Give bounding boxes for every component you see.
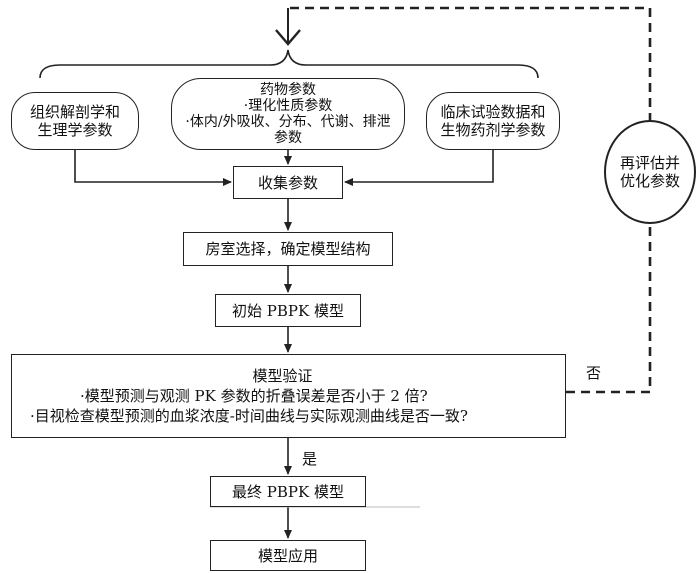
drug-params-item2: ·体内/外吸收、分布、代谢、排泄: [185, 114, 391, 130]
final-model-label: 最终 PBPK 模型: [232, 482, 344, 501]
collect-params-box: 收集参数: [233, 166, 343, 199]
validation-box: 模型验证 ·模型预测与观测 PK 参数的折叠误差是否小于 2 倍? ·目视检查模…: [11, 354, 566, 438]
clinical-params-line2: 生物药剂学参数: [440, 121, 546, 139]
validation-title: 模型验证: [252, 367, 313, 385]
compartment-box: 房室选择，确定模型结构: [183, 232, 393, 266]
reevaluate-line2: 优化参数: [619, 172, 680, 190]
drug-params-title: 药物参数: [260, 82, 316, 98]
compartment-label: 房室选择，确定模型结构: [205, 240, 371, 258]
grouping-brace: [39, 49, 539, 79]
model-application-box: 模型应用: [210, 540, 366, 571]
drug-params-item2b: 参数: [274, 130, 302, 146]
clinical-params-line1: 临床试验数据和: [440, 103, 546, 121]
model-application-label: 模型应用: [257, 546, 318, 565]
tissue-params-line2: 生理学参数: [37, 121, 113, 139]
drug-params-item1: ·理化性质参数: [243, 98, 333, 114]
yes-label: 是: [302, 450, 318, 468]
collect-params-label: 收集参数: [257, 173, 318, 192]
tissue-to-collect-arrow: [74, 150, 232, 186]
final-model-box: 最终 PBPK 模型: [210, 476, 366, 507]
clinical-params-box: 临床试验数据和 生物药剂学参数: [426, 92, 560, 150]
tissue-params-box: 组织解剖学和 生理学参数: [11, 92, 139, 150]
no-label: 否: [586, 364, 602, 382]
reevaluate-line1: 再评估并: [619, 154, 680, 172]
drug-params-box: 药物参数 ·理化性质参数 ·体内/外吸收、分布、代谢、排泄 参数: [171, 78, 405, 150]
clinical-to-collect-arrow: [344, 150, 494, 186]
feedback-loop-dashed-top: [288, 6, 652, 122]
reevaluate-circle: 再评估并 优化参数: [604, 120, 696, 224]
feedback-arrowhead: [275, 29, 301, 46]
validation-q1: ·模型预测与观测 PK 参数的折叠误差是否小于 2 倍?: [80, 387, 428, 405]
tissue-params-line1: 组织解剖学和: [29, 103, 120, 121]
validation-q2: ·目视检查模型预测的血浆浓度-时间曲线与实际观测曲线是否一致?: [30, 407, 468, 425]
feedback-loop-dashed: [566, 222, 652, 394]
initial-model-box: 初始 PBPK 模型: [215, 294, 361, 327]
initial-model-label: 初始 PBPK 模型: [232, 301, 344, 320]
